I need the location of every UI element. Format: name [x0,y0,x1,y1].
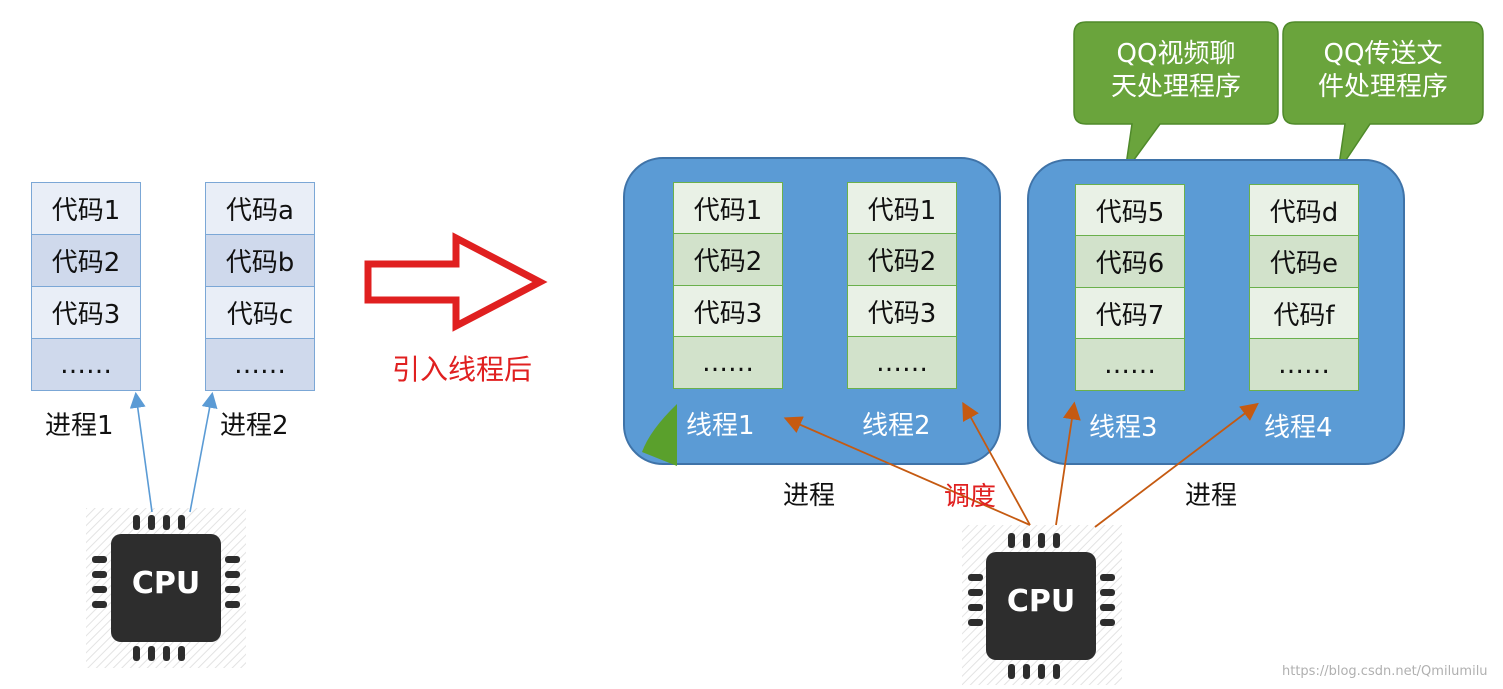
watermark: https://blog.csdn.net/Qmilumilu [1282,664,1488,679]
thread1-code-column: 代码1 代码2 代码3 …… [673,181,783,389]
code-cell: 代码2 [673,233,783,286]
code-cell: 代码3 [673,284,783,338]
callout-bubble-2 [1282,21,1484,173]
process2-label: 进程2 [220,411,289,441]
thread2-code-column: 代码1 代码2 代码3 …… [847,181,957,389]
schedule-arrow-thread2 [962,401,1031,526]
code-cell: 代码f [1249,286,1359,340]
code-cell-ellipsis: …… [847,336,957,389]
thread2-label: 线程2 [862,411,931,441]
code-cell: 代码3 [31,286,141,339]
cpu-label-right: CPU [1006,584,1076,619]
code-cell: 代码b [205,234,315,287]
corner-fold-icon [642,404,677,466]
code-cell: 代码e [1249,235,1359,288]
code-cell: 代码1 [31,182,141,235]
code-cell-ellipsis: …… [673,336,783,389]
schedule-arrow-thread1 [783,416,1031,526]
code-cell-ellipsis: …… [205,338,315,391]
process-b-label: 进程 [1185,481,1238,511]
code-cell: 代码7 [1075,286,1185,340]
schedule-arrow-thread3 [1055,401,1081,526]
code-cell: 代码5 [1075,183,1185,237]
callout1-text: QQ视频聊 天处理程序 [1076,38,1276,103]
thread3-label: 线程3 [1089,413,1158,443]
code-cell: 代码6 [1075,235,1185,288]
code-cell: 代码d [1249,183,1359,237]
callout2-line1: QQ传送文 [1323,39,1443,69]
schedule-label: 调度 [944,482,997,512]
cpu-to-process2-arrow [189,391,218,513]
cpu-label-left: CPU [131,566,201,601]
transition-label: 引入线程后 [392,353,533,386]
process2-code-column: 代码a 代码b 代码c …… [205,182,315,391]
callout2-line2: 件处理程序 [1317,71,1448,102]
code-cell-ellipsis: …… [1075,338,1185,391]
callout1-line2: 天处理程序 [1110,71,1241,102]
process1-code-column: 代码1 代码2 代码3 …… [31,182,141,391]
process-a-label: 进程 [783,481,836,511]
code-cell: 代码1 [673,181,783,235]
code-cell: 代码c [205,286,315,339]
schedule-arrow-thread4 [1094,402,1259,528]
code-cell-ellipsis: …… [1249,338,1359,391]
code-cell: 代码2 [31,234,141,287]
code-cell-ellipsis: …… [31,338,141,391]
process1-label: 进程1 [45,411,114,441]
big-right-arrow-icon [364,232,548,332]
callout2-text: QQ传送文 件处理程序 [1283,38,1483,103]
code-cell: 代码1 [847,181,957,235]
code-cell: 代码3 [847,284,957,338]
cpu-to-process1-arrow [129,391,153,513]
callout-bubble-1 [1073,21,1279,173]
thread1-label: 线程1 [686,411,755,441]
code-cell: 代码a [205,182,315,235]
cpu-chip-left [86,508,246,668]
cpu-chip-right [962,525,1122,685]
code-cell: 代码2 [847,233,957,286]
thread4-code-column: 代码d 代码e 代码f …… [1249,183,1359,391]
thread3-code-column: 代码5 代码6 代码7 …… [1075,183,1185,391]
callout1-line1: QQ视频聊 [1116,39,1236,69]
thread4-label: 线程4 [1264,413,1333,443]
